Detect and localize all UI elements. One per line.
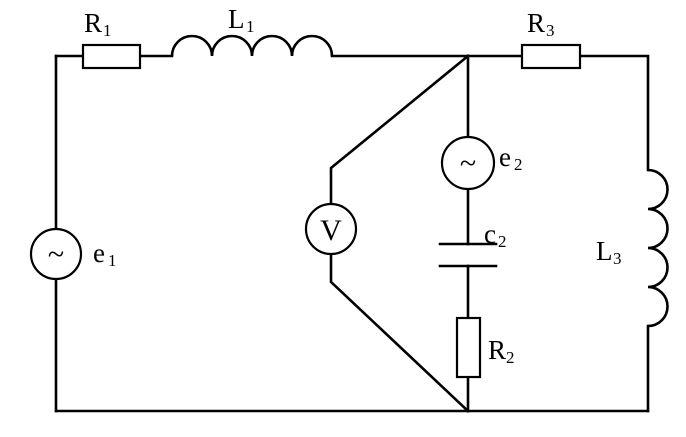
voltmeter-symbol: V: [320, 214, 342, 247]
label-r1-main: R: [84, 8, 102, 38]
label-c2-main: c: [484, 219, 496, 249]
source-e2: [440, 135, 496, 191]
label-r2-main: R: [488, 335, 506, 365]
label-r2-sub: 2: [506, 348, 515, 367]
wire-volt-bottom: [329, 252, 470, 413]
label-e1-main: e: [93, 238, 105, 268]
inductor-l3: [647, 168, 669, 328]
capacitor-c2: [438, 242, 498, 268]
voltmeter: [304, 202, 358, 256]
wire-top-right: [578, 54, 650, 172]
label-c2-sub: 2: [498, 232, 507, 251]
source-e1: [29, 227, 83, 281]
label-l1-main: L: [228, 4, 245, 34]
label-e2-main: e: [499, 142, 511, 172]
label-r1-sub: 1: [103, 21, 112, 40]
tilde-e2-icon: ~: [460, 147, 476, 180]
resistor-r2: [455, 316, 482, 379]
label-l1-sub: 1: [246, 17, 255, 36]
tilde-e1-icon: ~: [48, 238, 64, 271]
resistor-r1: [81, 43, 142, 70]
label-r3-sub: 3: [546, 21, 555, 40]
inductor-l1: [170, 34, 334, 57]
label-e1-sub: 1: [108, 251, 117, 270]
label-e2-sub: 2: [514, 155, 523, 174]
label-l3-sub: 3: [613, 249, 622, 268]
label-l3-main: L: [596, 236, 613, 266]
label-r3-main: R: [527, 8, 545, 38]
wires: [54, 54, 650, 413]
resistor-r3: [520, 43, 582, 70]
wire-volt-top: [329, 54, 470, 206]
